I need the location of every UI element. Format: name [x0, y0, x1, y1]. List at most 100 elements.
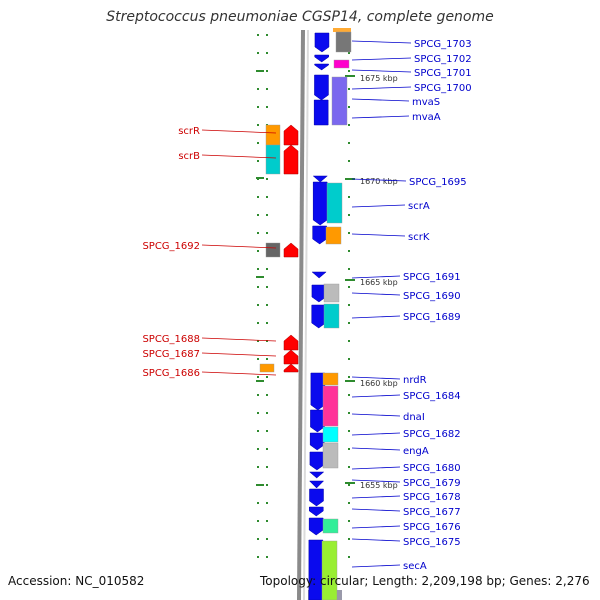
- right-leader-line: [351, 525, 401, 529]
- forward-gene-glyph: [309, 451, 325, 471]
- right-gene-label: SPCG_1689: [403, 312, 461, 323]
- right-gene-label: engA: [403, 446, 429, 457]
- forward-gene-glyph: [312, 181, 328, 226]
- scale-dot: [257, 88, 259, 90]
- right-gene-label: SPCG_1677: [403, 507, 461, 518]
- scale-dot: [266, 196, 268, 198]
- scale-dot: [266, 358, 268, 360]
- right-leader-line: [351, 40, 412, 44]
- kbp-tick-mark: [345, 178, 355, 180]
- right-leader-line: [351, 466, 401, 470]
- cog-color-bar: [323, 303, 340, 329]
- scale-dot: [257, 304, 259, 306]
- scale-dot: [348, 430, 350, 432]
- kbp-tick-label: 1660 kbp: [360, 379, 398, 388]
- scale-dot: [257, 322, 259, 324]
- left-leader-line: [201, 337, 277, 342]
- scale-dot: [266, 268, 268, 270]
- left-gene-label: SPCG_1688: [142, 334, 200, 345]
- left-gene-label: SPCG_1687: [142, 349, 200, 360]
- scale-dot: [266, 304, 268, 306]
- left-gene-label: scrR: [178, 126, 200, 137]
- scale-dot: [257, 412, 259, 414]
- left-leader-line: [201, 154, 277, 159]
- right-gene-label: SPCG_1682: [403, 429, 461, 440]
- scale-dot: [348, 214, 350, 216]
- right-leader-line: [351, 69, 412, 73]
- right-gene-label: SPCG_1695: [409, 177, 467, 188]
- right-gene-label: SPCG_1700: [414, 83, 472, 94]
- forward-gene-glyph: [309, 488, 324, 507]
- forward-gene-glyph: [311, 284, 327, 303]
- scale-dot: [348, 448, 350, 450]
- right-leader-line: [351, 495, 401, 499]
- right-gene-label: SPCG_1684: [403, 391, 461, 402]
- right-leader-line: [351, 86, 412, 90]
- reverse-gene-glyph: [283, 242, 299, 258]
- right-leader-line: [351, 538, 401, 542]
- scale-dot: [266, 466, 268, 468]
- scale-dot: [348, 322, 350, 324]
- reverse-gene-glyph: [283, 363, 299, 373]
- right-gene-label: SPCG_1680: [403, 463, 461, 474]
- scale-dot: [257, 556, 259, 558]
- cog-color-bar-left: [265, 144, 281, 175]
- cog-color-bar: [322, 372, 339, 386]
- scale-dot: [348, 250, 350, 252]
- scale-dot: [257, 214, 259, 216]
- right-leader-line: [351, 447, 401, 451]
- cog-color-bar: [333, 59, 350, 69]
- right-leader-line: [351, 98, 410, 102]
- right-gene-label: SPCG_1702: [414, 54, 472, 65]
- scale-dot: [266, 52, 268, 54]
- scale-dot: [257, 340, 259, 342]
- scale-dot: [257, 358, 259, 360]
- right-leader-line: [351, 376, 401, 380]
- scale-dot: [257, 448, 259, 450]
- right-leader-line: [351, 508, 401, 512]
- scale-dash: [256, 380, 264, 382]
- scale-dot: [257, 160, 259, 162]
- scale-dot: [257, 142, 259, 144]
- scale-dot: [257, 286, 259, 288]
- scale-dash: [256, 70, 264, 72]
- scale-dot: [257, 34, 259, 36]
- scale-dot: [348, 520, 350, 522]
- forward-gene-glyph: [309, 471, 325, 479]
- cog-color-bar: [326, 182, 343, 224]
- scale-dot: [257, 196, 259, 198]
- scale-dot: [266, 502, 268, 504]
- kbp-tick-label: 1655 kbp: [360, 481, 398, 490]
- cog-color-bar-left: [265, 242, 281, 258]
- right-leader-line: [351, 57, 412, 61]
- left-leader-line: [201, 129, 277, 134]
- forward-gene-glyph: [309, 506, 324, 517]
- scale-dot: [266, 394, 268, 396]
- accession-text: Accession: NC_010582: [8, 574, 145, 588]
- scale-dot: [257, 106, 259, 108]
- scale-dot: [348, 160, 350, 162]
- kbp-tick-label: 1665 kbp: [360, 278, 398, 287]
- left-gene-label: SPCG_1686: [142, 368, 200, 379]
- right-leader-line: [351, 275, 401, 279]
- cog-color-bar: [331, 76, 348, 126]
- scale-dot: [348, 232, 350, 234]
- scale-dot: [348, 556, 350, 558]
- scale-dot: [257, 376, 259, 378]
- scale-dot: [266, 520, 268, 522]
- left-gene-label: SPCG_1692: [142, 241, 200, 252]
- reverse-gene-glyph: [283, 334, 299, 351]
- forward-gene-glyph: [314, 54, 329, 63]
- scale-dot: [348, 376, 350, 378]
- scale-dot: [348, 88, 350, 90]
- scale-dot: [266, 376, 268, 378]
- right-gene-label: dnaI: [403, 412, 425, 423]
- scale-dot: [348, 286, 350, 288]
- cog-color-bar: [322, 385, 339, 427]
- right-gene-label: SPCG_1701: [414, 68, 472, 79]
- right-gene-label: SPCG_1676: [403, 522, 461, 533]
- right-leader-line: [351, 204, 406, 208]
- scale-dot: [257, 520, 259, 522]
- scale-dot: [266, 538, 268, 540]
- right-gene-label: SPCG_1690: [403, 291, 461, 302]
